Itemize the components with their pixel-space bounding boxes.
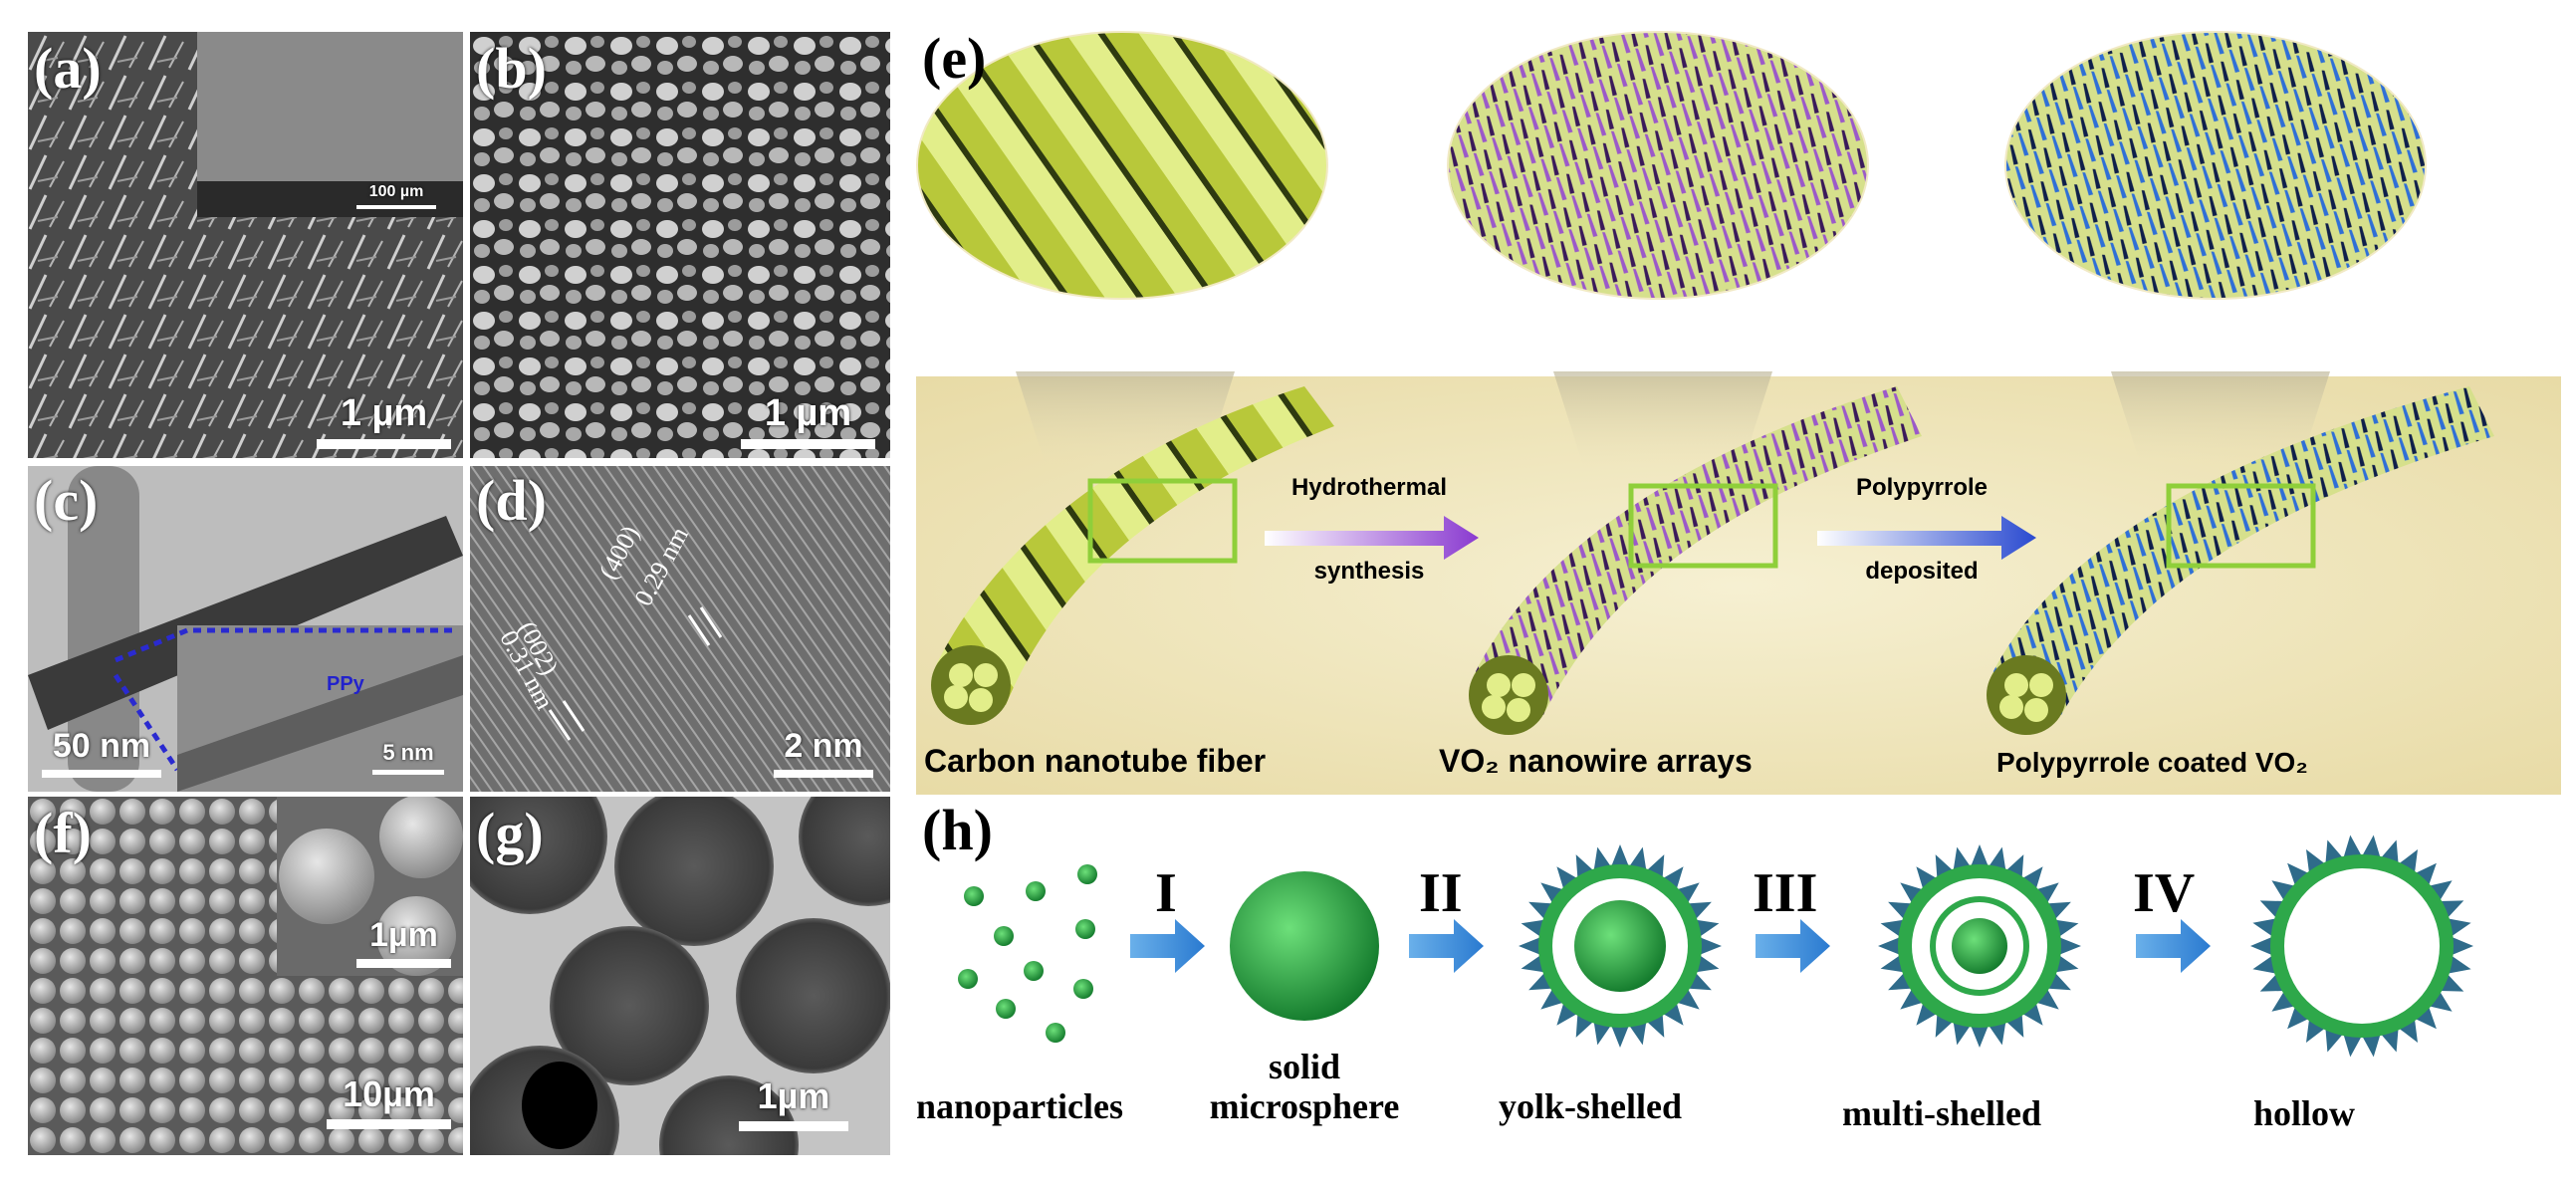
step2-line1: Polypyrrole <box>1855 474 1989 501</box>
panel-d-hrtem-image <box>470 466 890 792</box>
panel-a-scale-text: 1 µm <box>340 392 428 434</box>
panel-c-label: (c) <box>34 468 99 533</box>
panel-d-scale-text: 2 nm <box>784 727 863 765</box>
stage-solid-line1: solid <box>1268 1047 1341 1086</box>
step1-line1: Hydrothermal <box>1290 474 1448 501</box>
fiber-zoom-box <box>1087 478 1238 564</box>
cnt-fiber <box>936 386 1334 705</box>
panel-h: (h) I II III IV nanoparticles solid micr… <box>916 802 2561 1180</box>
panel-b-label: (b) <box>476 36 547 101</box>
panel-b: (b) 1 µm <box>470 32 890 458</box>
nanoparticles-group <box>958 864 1097 1043</box>
panel-f-label: (f) <box>34 801 92 865</box>
panel-g: (g) 1µm <box>470 797 890 1155</box>
step-III-arrow <box>1756 919 1830 973</box>
panel-c-inset-tag: PPy <box>327 673 364 695</box>
panel-b-sem-image <box>470 32 890 458</box>
panel-c-inset-scale: 5 nm <box>372 740 444 775</box>
vo2-magnified-view <box>1449 33 1867 298</box>
panel-c-scale: 50 nm <box>42 727 161 778</box>
panel-c-tem-image <box>28 466 463 792</box>
panel-a: (a) 100 µm 1 µm <box>28 32 463 458</box>
fiber-magnified-view <box>918 33 1326 298</box>
panel-d-scale: 2 nm <box>774 727 873 778</box>
multi-shelled-sphere <box>1878 844 2081 1048</box>
step-IV-label: IV <box>2133 862 2196 924</box>
hollow-sphere <box>2250 834 2473 1058</box>
panel-a-sem-image <box>28 32 463 458</box>
caption-vo2-arrays: VO₂ nanowire arrays <box>1439 743 1753 779</box>
panel-c: (c) PPy 50 nm 5 nm <box>28 466 463 792</box>
panel-h-label: (h) <box>922 802 993 862</box>
panel-d-label: (d) <box>476 468 547 533</box>
yolk-shelled-sphere <box>1519 844 1722 1048</box>
step-I-arrow <box>1130 919 1205 973</box>
panel-a-label: (a) <box>34 36 102 101</box>
panel-g-label: (g) <box>476 801 544 865</box>
stage-nanoparticles: nanoparticles <box>916 1086 1124 1126</box>
step-IV-arrow <box>2136 919 2211 973</box>
vo2-zoom-box <box>1628 483 1778 569</box>
polypyrrole-arrow <box>1817 516 2036 560</box>
step2-line2: deposited <box>1865 558 1979 585</box>
hydrothermal-arrow <box>1265 516 1479 560</box>
panel-b-scale-text: 1 µm <box>764 392 852 434</box>
step-II-label: II <box>1419 862 1463 924</box>
panel-g-tem-image <box>470 797 890 1155</box>
ppy-zoom-box <box>2166 483 2316 569</box>
step-II-arrow <box>1409 919 1484 973</box>
panel-e-label: (e) <box>922 28 987 91</box>
panel-c-inset-scale-text: 5 nm <box>382 740 434 765</box>
solid-microsphere <box>1230 871 1379 1021</box>
step1-line2: synthesis <box>1313 558 1425 585</box>
ppy-magnified-view <box>2006 33 2425 298</box>
ppy-coated-fiber <box>1991 386 2494 715</box>
panel-e-schematic <box>916 31 2561 795</box>
stage-solid-line2: microsphere <box>1209 1086 1400 1126</box>
panel-e: (e) Hydrothermal synthesis Polypyrrole d… <box>916 28 2561 795</box>
step-III-label: III <box>1753 862 1818 924</box>
stage-hollow: hollow <box>2253 1093 2356 1133</box>
step-I-label: I <box>1155 862 1177 924</box>
yolk-core <box>1574 900 1666 992</box>
stage-multi-shelled: multi-shelled <box>1842 1093 2042 1133</box>
panel-a-inset-scale-text: 100 µm <box>368 183 424 200</box>
panel-f-inset-scale-text: 1µm <box>369 916 438 954</box>
panel-f-sem-image <box>28 797 463 1155</box>
panel-c-scale-text: 50 nm <box>52 727 151 765</box>
panel-b-scale: 1 µm <box>741 392 875 449</box>
panel-f-scale-text: 10µm <box>343 1073 435 1114</box>
panel-g-scale: 1µm <box>739 1075 848 1131</box>
panel-d: (d) (400) 0.29 nm (002) 0.31 nm 2 nm <box>470 466 890 792</box>
panel-a-inset-scale: 100 µm <box>356 183 436 209</box>
caption-ppy-coated: Polypyrrole coated VO₂ <box>1996 747 2308 778</box>
caption-cnt-fiber: Carbon nanotube fiber <box>924 743 1267 779</box>
panel-a-scale: 1 µm <box>317 392 451 449</box>
stage-yolk-shelled: yolk-shelled <box>1499 1086 1683 1126</box>
vo2-nanowire-fiber <box>1474 386 1922 715</box>
panel-g-scale-text: 1µm <box>757 1075 830 1116</box>
hollow-interior <box>2284 868 2440 1024</box>
yolk-core <box>1952 918 2007 974</box>
panel-h-schematic <box>958 834 2473 1058</box>
panel-f-inset-scale: 1µm <box>356 916 451 968</box>
panel-f: (f) 1µm 10µm <box>28 797 463 1155</box>
panel-f-scale: 10µm <box>327 1073 451 1129</box>
